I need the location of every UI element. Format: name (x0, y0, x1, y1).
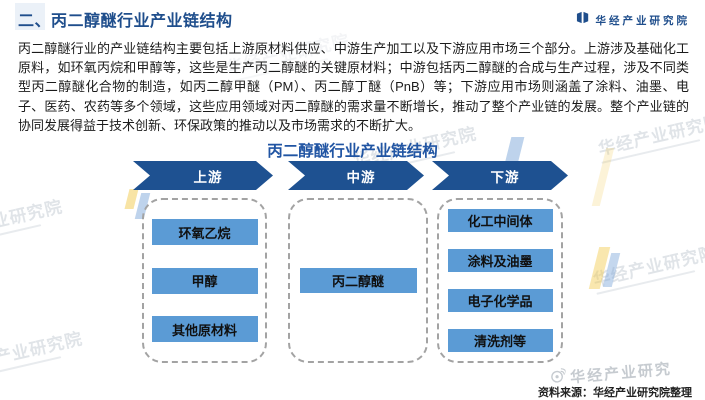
node-item: 电子化学品 (447, 289, 553, 312)
publisher-logo: 华经产业研究院 (576, 10, 691, 30)
title-highlight (15, 3, 45, 30)
node-item: 丙二醇醚 (299, 268, 417, 293)
source-note: 资料来源：华经产业研究院整理 (538, 387, 692, 399)
bottom-watermark: 华经产业研究 (549, 358, 673, 390)
node-item: 环氧乙烷 (151, 219, 258, 245)
downstream-group: 化工中间体 涂料及油墨 电子化学品 清洗剂等 (437, 198, 563, 363)
weibo-icon (549, 367, 567, 389)
node-item: 清洗剂等 (447, 329, 553, 352)
stage-arrow-upstream: 上游 (133, 161, 273, 190)
node-item: 甲醇 (151, 267, 258, 294)
midstream-group: 丙二醇醚 (288, 198, 428, 363)
upstream-group: 环氧乙烷 甲醇 其他原材料 (142, 198, 267, 363)
node-item: 其他原材料 (151, 316, 258, 342)
node-item: 化工中间体 (447, 209, 553, 232)
watermark-logo (588, 247, 621, 289)
page-title: 二、丙二醇醚行业产业链结构 (18, 13, 233, 30)
stage-arrow-downstream: 下游 (432, 161, 568, 190)
intro-paragraph: 丙二醇醚行业的产业链结构主要包括上游原材料供应、中游生产加工以及下游应用市场三个… (18, 41, 689, 133)
publisher-logo-icon (576, 10, 591, 30)
diagram-title: 丙二醇醚行业产业链结构 (267, 143, 438, 160)
node-item: 涂料及油墨 (447, 249, 553, 272)
watermark-text: 华经产业研究院 (0, 324, 86, 381)
stage-arrow-midstream: 中游 (288, 161, 424, 190)
watermark-text: 华经产业研究院 (0, 192, 66, 249)
publisher-logo-text: 华经产业研究院 (595, 14, 690, 27)
